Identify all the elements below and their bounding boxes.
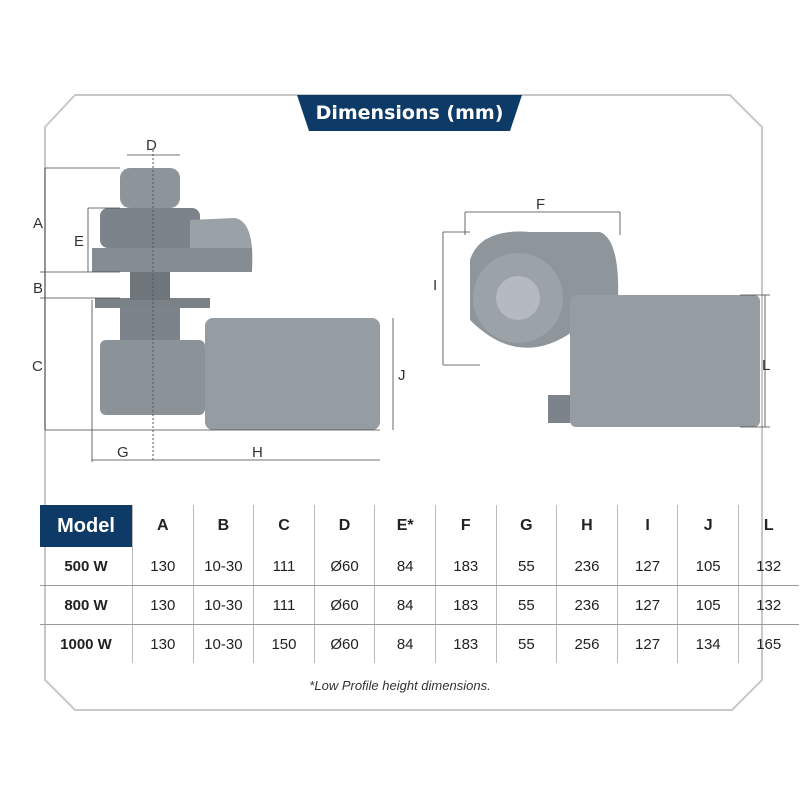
table-cell: 130	[132, 624, 194, 663]
col-header: E*	[374, 505, 436, 547]
dim-label-c: C	[32, 358, 43, 375]
table-cell: 165	[737, 624, 799, 663]
col-header-model: Model	[40, 505, 133, 547]
table-cell: 150	[253, 624, 315, 663]
table-cell: 127	[616, 585, 678, 625]
table-cell: 10-30	[192, 624, 254, 663]
table-cell: 10-30	[192, 585, 254, 625]
table-cell: 183	[434, 624, 497, 663]
table-cell: 111	[253, 585, 315, 625]
col-header: C	[253, 505, 315, 547]
table-cell: Ø60	[313, 547, 375, 586]
table-cell: 84	[374, 624, 436, 663]
title-banner	[297, 95, 522, 131]
col-header: I	[616, 505, 678, 547]
model-cell: 500 W	[40, 547, 133, 586]
dim-label-h: H	[252, 444, 263, 461]
table-cell: 130	[132, 547, 194, 586]
table-cell: 127	[616, 624, 678, 663]
table-cell: 236	[556, 547, 618, 586]
table-cell: 55	[495, 624, 557, 663]
table-row: 500 W 130 10-30 111 Ø60 84 183 55 236 12…	[40, 547, 799, 586]
model-cell: 1000 W	[60, 635, 112, 653]
page-title: Dimensions (mm)	[315, 102, 504, 124]
table-cell: 84	[374, 585, 436, 625]
col-header: D	[313, 505, 375, 547]
dim-label-a: A	[33, 215, 43, 232]
table-cell: Ø60	[313, 585, 375, 625]
table-cell: 236	[556, 585, 618, 625]
col-header: L	[737, 505, 799, 547]
col-header: G	[495, 505, 557, 547]
table-cell: 132	[737, 547, 799, 586]
model-cell: 800 W	[40, 585, 133, 625]
table-cell: 183	[434, 547, 497, 586]
dim-label-f: F	[536, 196, 545, 213]
dim-label-g: G	[117, 444, 129, 461]
table-cell: 55	[495, 547, 557, 586]
table-cell: Ø60	[313, 624, 375, 663]
dim-label-b: B	[33, 280, 43, 297]
table-cell: 132	[737, 585, 799, 625]
footnote: *Low Profile height dimensions.	[309, 678, 491, 693]
table-row: 1000 W 130 10-30 150 Ø60 84 183 55 256 1…	[40, 624, 799, 663]
col-header: A	[132, 505, 194, 547]
dim-label-d: D	[146, 137, 157, 154]
front-view-winch: F I L	[433, 196, 770, 428]
table-cell: 183	[434, 585, 497, 625]
dim-label-j: J	[398, 367, 406, 384]
dim-label-i: I	[433, 277, 437, 294]
dim-label-e: E	[74, 233, 84, 250]
table-cell: 127	[616, 547, 678, 586]
col-header: H	[556, 505, 618, 547]
table-header-row: Model A B C D E* F G H I J L	[40, 505, 799, 547]
table-cell: 256	[556, 624, 618, 663]
dim-label-l: L	[762, 357, 770, 374]
table-cell: 105	[677, 547, 739, 586]
table-cell: 134	[677, 624, 739, 663]
col-header: B	[192, 505, 254, 547]
table-cell: 111	[253, 547, 315, 586]
table-cell: 130	[132, 585, 194, 625]
col-header: J	[677, 505, 739, 547]
col-header: F	[434, 505, 497, 547]
table-cell: 10-30	[192, 547, 254, 586]
table-row: 800 W 130 10-30 111 Ø60 84 183 55 236 12…	[40, 585, 799, 625]
table-cell: 105	[677, 585, 739, 625]
table-cell: 84	[374, 547, 436, 586]
dimensions-table: Model A B C D E* F G H I J L 500 W 130 1…	[40, 505, 799, 663]
side-view-winch: D A E B C J G H	[32, 137, 406, 462]
table-cell: 55	[495, 585, 557, 625]
